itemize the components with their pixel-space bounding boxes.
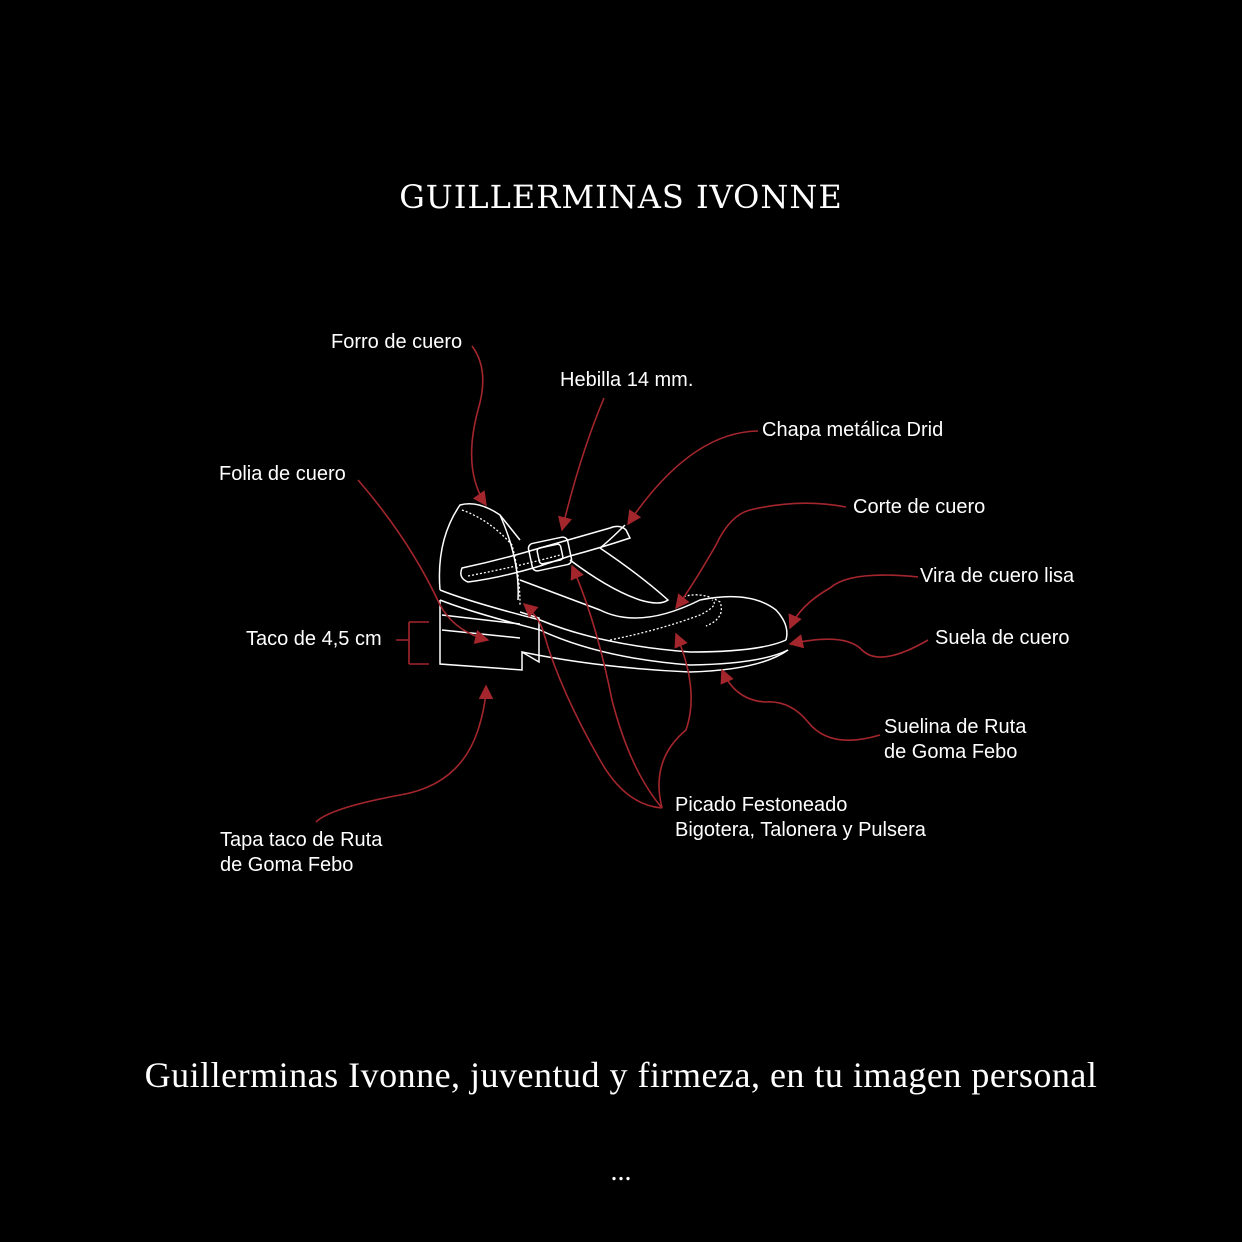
arrow-tapa xyxy=(315,684,494,823)
arrow-picado-2 xyxy=(570,564,663,809)
label-forro: Forro de cuero xyxy=(331,331,463,353)
label-vira: Vira de cuero lisa xyxy=(920,565,1075,587)
arrow-suela xyxy=(788,634,929,658)
label-suelina: Suelina de Ruta de Goma Febo xyxy=(884,715,1026,765)
arrow-forro xyxy=(470,345,487,507)
ellipsis: ... xyxy=(610,1156,632,1187)
heel-height-bracket xyxy=(396,621,429,665)
arrow-chapa xyxy=(627,430,759,526)
label-picado-line2: Bigotera, Talonera y Pulsera xyxy=(675,819,926,841)
label-hebilla: Hebilla 14 mm. xyxy=(560,369,694,391)
label-picado-line1: Picado Festoneado xyxy=(675,794,848,816)
label-taco: Taco de 4,5 cm xyxy=(246,628,382,650)
shoe-icon xyxy=(438,503,789,673)
arrow-picado-3 xyxy=(658,632,692,809)
label-tapa-line1: Tapa taco de Ruta xyxy=(220,829,383,851)
arrow-suelina xyxy=(720,668,881,741)
tagline: Guillerminas Ivonne, juventud y firmeza,… xyxy=(144,1055,1098,1095)
label-suelina-line1: Suelina de Ruta xyxy=(884,716,1027,738)
label-folia: Folia de cuero xyxy=(219,463,346,485)
label-tapa: Tapa taco de Ruta de Goma Febo xyxy=(220,828,382,878)
arrow-vira xyxy=(788,574,919,630)
label-suelina-line2: de Goma Febo xyxy=(884,741,1018,763)
label-corte: Corte de cuero xyxy=(853,496,986,518)
arrow-picado-1 xyxy=(522,603,663,809)
label-picado: Picado Festoneado Bigotera, Talonera y P… xyxy=(675,793,926,843)
arrow-folia xyxy=(357,479,490,644)
page-title: GUILLERMINAS IVONNE xyxy=(399,178,843,216)
label-suela: Suela de cuero xyxy=(935,627,1070,649)
arrow-corte xyxy=(675,502,847,610)
label-tapa-line2: de Goma Febo xyxy=(220,854,354,876)
arrow-hebilla xyxy=(558,397,605,532)
label-chapa: Chapa metálica Drid xyxy=(762,419,944,441)
